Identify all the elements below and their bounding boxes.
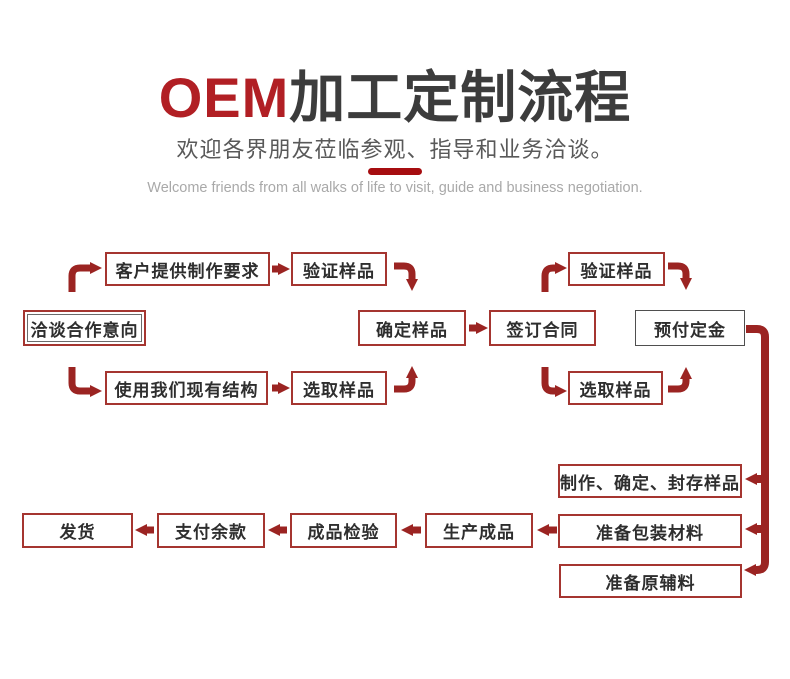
subtitle-underline-decoration [368,168,422,175]
page-subtitle: 欢迎各界朋友莅临参观、指导和业务洽谈。 [176,137,614,162]
arrow-prepay-down-spine [744,325,769,576]
page-title-rest: 加工定制流程 [289,66,632,129]
flow-box-use-existing-structure: 使用我们现有结构 [105,371,268,405]
flow-box-produce-finished-goods: 生产成品 [425,513,533,548]
arrow-branch-up-mid [541,262,567,292]
flow-box-select-sample-1: 选取样品 [291,371,387,405]
arrow-verify2-down [668,262,692,290]
flow-box-pay-balance: 支付余款 [157,513,265,548]
arrow-branch-down-mid [541,367,567,397]
flow-box-negotiate: 洽谈合作意向 [23,310,146,346]
arrow-select1-up [394,366,418,393]
flow-box-ship-goods: 发货 [22,513,133,548]
page-subtitle-english: Welcome friends from all walks of life t… [147,180,643,196]
page-title: OEM加工定制流程 [0,68,790,128]
arrow-verify1-down [394,262,418,291]
flow-box-sign-contract: 签订合同 [489,310,596,346]
arrow-branch-up-left [68,262,102,292]
flow-box-prepare-raw-materials: 准备原辅料 [559,564,742,598]
page-title-accent: OEM [158,66,290,129]
flow-box-prepare-packaging: 准备包装材料 [558,514,742,548]
flow-box-verify-sample-2: 验证样品 [568,252,665,286]
flow-box-select-sample-2: 选取样品 [568,371,663,405]
flow-box-make-confirm-seal-sample: 制作、确定、封存样品 [558,464,742,498]
flow-box-verify-sample-1: 验证样品 [291,252,387,286]
flow-box-prepay-deposit: 预付定金 [635,310,745,346]
arrow-select2-up [668,367,692,393]
flow-box-confirm-sample: 确定样品 [358,310,466,346]
flow-box-customer-requirements: 客户提供制作要求 [105,252,270,286]
arrow-branch-down-left [68,367,102,397]
flow-box-inspect-finished-goods: 成品检验 [290,513,397,548]
